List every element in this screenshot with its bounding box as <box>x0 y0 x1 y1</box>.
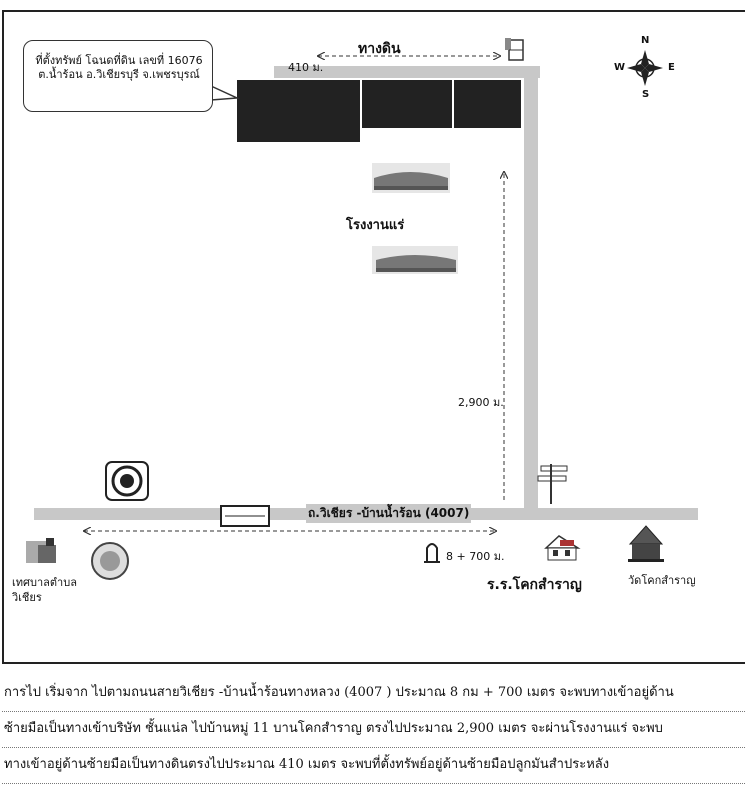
km-post-icon <box>424 543 440 563</box>
municipality-label-2: วิเชียร <box>12 591 42 604</box>
property-parcel <box>237 80 360 142</box>
school-label: ร.ร.โคกสำราญ <box>487 577 582 593</box>
directions-line: ทางเข้าอยู่ด้านซ้ายมือเป็นทางดินตรงไปประ… <box>2 748 745 784</box>
main-road-label: ถ.วิเชียร -บ้านน้ำร้อน (4007) <box>306 504 472 523</box>
distance-410-label: 410 ม. <box>288 61 324 74</box>
distance-2900-label: 2,900 ม. <box>458 396 504 409</box>
temple-label: วัดโคกสำราญ <box>628 574 696 587</box>
directions-line: ซ้ายมือเป็นทางเข้าบริษัท ชั้นแน่ล ไปบ้าน… <box>2 712 745 748</box>
map-frame <box>2 10 745 664</box>
property-parcel <box>454 80 521 128</box>
callout-line2: ต.น้ำร้อน อ.วิเชียรบุรี จ.เพชรบุรณ์ <box>38 68 200 81</box>
factory-building-icon <box>372 163 450 193</box>
property-parcel <box>362 80 452 128</box>
property-callout: ที่ตั้งทรัพย์ โฉนดที่ดิน เลขที่ 16076 ต.… <box>23 40 213 112</box>
school-icon <box>544 535 581 561</box>
temple-icon <box>628 525 664 562</box>
directions-text: การไป เริ่มจาก ไปตามถนนสายวิเชียร -บ้านน… <box>2 676 745 784</box>
compass-e-label: E <box>668 62 675 73</box>
dirt-road-gate-icon <box>505 38 524 61</box>
callout-pointer <box>210 85 240 101</box>
compass-s-label: S <box>642 89 650 100</box>
directions-line: การไป เริ่มจาก ไปตามถนนสายวิเชียร -บ้านน… <box>2 676 745 712</box>
factory-label: โรงงานแร่ <box>346 218 405 233</box>
km-signboard-icon <box>220 505 270 527</box>
factory-building-icon <box>372 246 458 274</box>
compass-n-label: N <box>641 35 650 46</box>
dirt-road-label: ทางดิน <box>358 41 401 57</box>
municipality-label-1: เทศบาลตำบล <box>12 576 77 589</box>
compass-w-label: W <box>614 62 626 73</box>
signpost-icon <box>537 464 568 504</box>
km-marker-label: 8 + 700 ม. <box>446 550 505 563</box>
royal-emblem-icon <box>105 461 149 501</box>
compass-rose-icon <box>627 50 663 86</box>
access-road <box>524 66 538 510</box>
municipality-seal-icon <box>91 542 129 580</box>
callout-line1: ที่ตั้งทรัพย์ โฉนดที่ดิน เลขที่ 16076 <box>35 54 203 67</box>
dirt-road <box>274 66 540 78</box>
municipality-building-icon <box>26 538 56 563</box>
